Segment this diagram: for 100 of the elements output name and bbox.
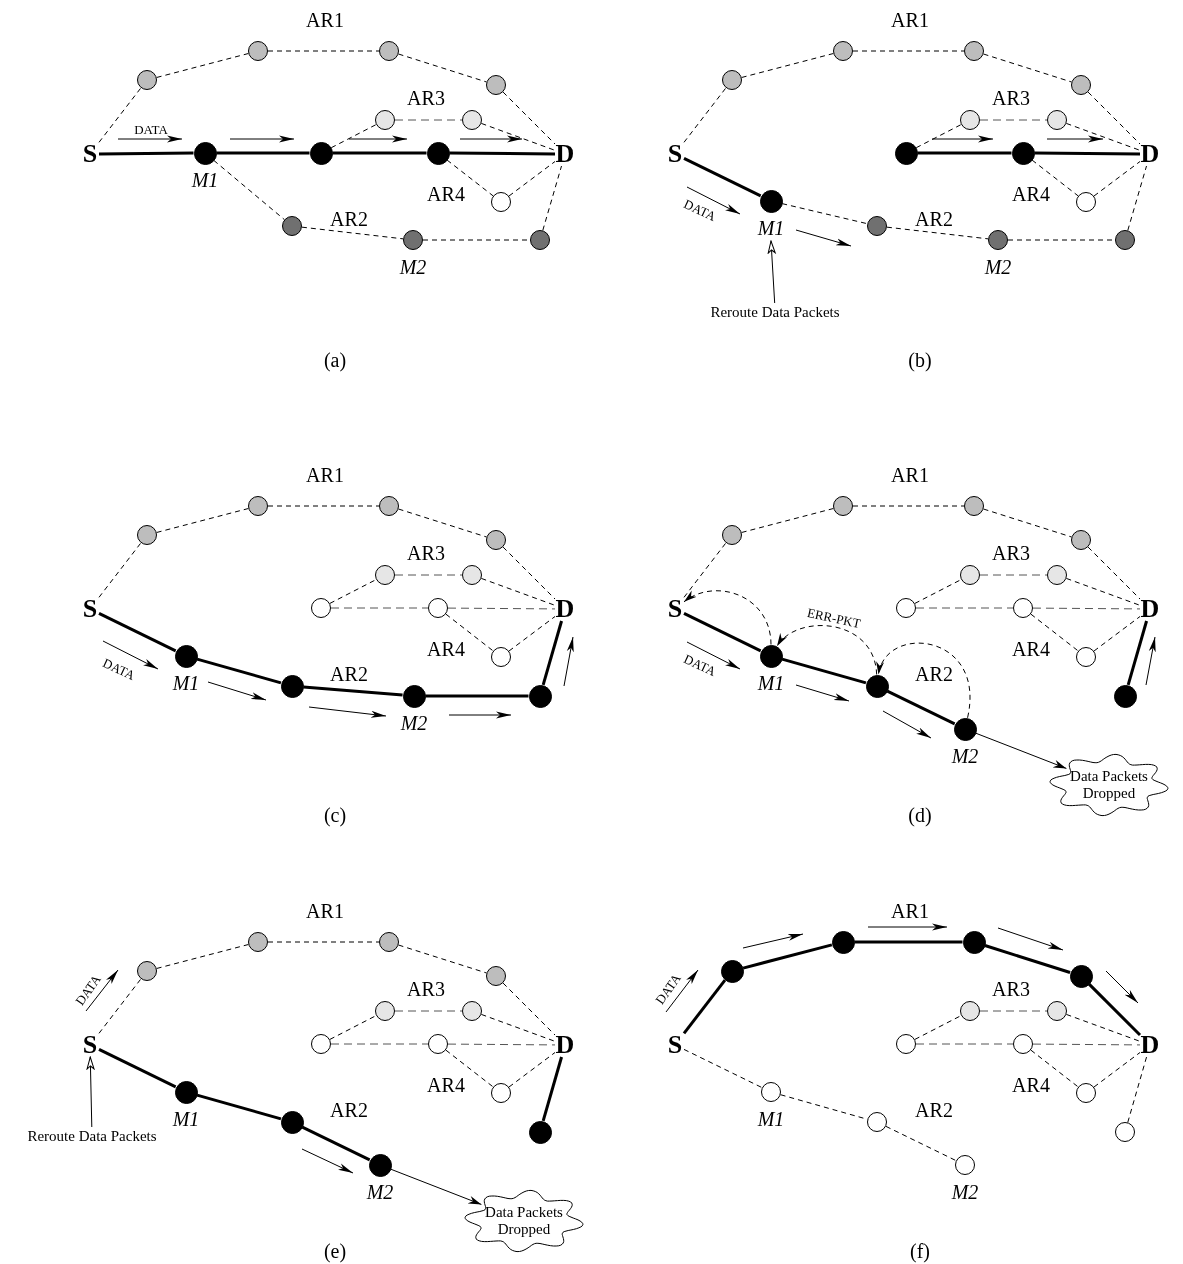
link-line	[398, 944, 487, 974]
link-line	[425, 694, 529, 698]
panel-caption: (f)	[910, 1241, 930, 1261]
node-label: S	[667, 1032, 683, 1058]
link-line	[196, 1093, 282, 1121]
link-line	[449, 151, 555, 156]
network-node	[280, 1110, 304, 1134]
network-node	[722, 525, 742, 545]
link-line	[394, 1010, 463, 1012]
network-node	[960, 110, 980, 130]
route-label: AR1	[891, 465, 929, 485]
network-node	[722, 70, 742, 90]
network-node	[1076, 1083, 1096, 1103]
network-node	[311, 1034, 331, 1054]
link-line	[542, 165, 562, 231]
node-caption: M1	[172, 1109, 200, 1129]
node-caption: M1	[172, 673, 200, 693]
network-node	[486, 530, 506, 550]
link-line	[852, 50, 965, 52]
node-label: S	[82, 1032, 98, 1058]
route-label: AR3	[407, 979, 445, 999]
flow-label: DATA	[682, 652, 718, 678]
node-label: D	[1140, 1032, 1160, 1058]
network-node	[379, 41, 399, 61]
connector-arrow	[767, 240, 776, 304]
network-node	[426, 141, 450, 165]
network-node	[282, 216, 302, 236]
link-line	[330, 607, 429, 609]
network-node	[720, 959, 744, 983]
network-node	[833, 496, 853, 516]
network-node	[403, 230, 423, 250]
link-line	[329, 579, 377, 604]
node-label: D	[1140, 141, 1160, 167]
link-line	[480, 1013, 556, 1042]
link-line	[1032, 607, 1141, 610]
network-node	[867, 216, 887, 236]
network-node	[833, 41, 853, 61]
network-node	[486, 75, 506, 95]
link-line	[196, 657, 282, 685]
link-line	[1087, 546, 1141, 600]
link-line	[915, 607, 1014, 609]
flow-label: DATA	[101, 656, 137, 682]
link-line	[447, 607, 556, 610]
flow-label: DATA	[134, 122, 168, 136]
link-line	[854, 940, 963, 944]
annotation-text: Reroute Data Packets	[710, 304, 840, 320]
node-label: D	[555, 596, 575, 622]
network-node	[960, 565, 980, 585]
link-line	[741, 53, 834, 78]
network-node	[964, 41, 984, 61]
network-node	[960, 1001, 980, 1021]
link-line	[781, 657, 867, 685]
link-line	[742, 943, 833, 970]
link-line	[683, 157, 762, 198]
link-line	[332, 151, 427, 155]
link-line	[156, 53, 249, 78]
link-line	[303, 685, 403, 697]
node-label: D	[555, 141, 575, 167]
network-node	[1115, 1122, 1135, 1142]
network-node	[462, 110, 482, 130]
network-node	[491, 647, 511, 667]
link-line	[979, 574, 1048, 576]
link-line	[394, 574, 463, 576]
link-line	[394, 119, 463, 121]
node-caption: M1	[757, 218, 785, 238]
network-node	[486, 966, 506, 986]
network-node	[1069, 964, 1093, 988]
network-node	[309, 141, 333, 165]
link-line	[213, 159, 285, 221]
annotation-text: Reroute Data Packets	[27, 1128, 157, 1144]
route-label: AR2	[915, 664, 953, 684]
node-label: S	[667, 141, 683, 167]
panel-caption: (b)	[908, 350, 932, 370]
link-line	[502, 982, 556, 1036]
link-line	[1127, 1056, 1148, 1123]
network-node	[896, 598, 916, 618]
link-line	[216, 151, 310, 155]
route-label: AR3	[407, 88, 445, 108]
node-label: S	[667, 596, 683, 622]
link-line	[917, 151, 1012, 155]
node-caption: M2	[399, 257, 427, 277]
link-line	[156, 944, 249, 969]
link-line	[1127, 165, 1147, 231]
link-line	[781, 203, 868, 225]
connector-arrow	[975, 732, 1067, 769]
link-line	[98, 1048, 177, 1089]
network-node	[1071, 530, 1091, 550]
link-line	[156, 508, 249, 533]
route-label: AR2	[915, 1100, 953, 1120]
network-node	[962, 930, 986, 954]
link-line	[99, 151, 194, 156]
route-label: AR2	[330, 209, 368, 229]
network-node	[174, 644, 198, 668]
network-node	[491, 192, 511, 212]
route-label: AR2	[330, 664, 368, 684]
network-node	[280, 674, 304, 698]
network-node	[428, 598, 448, 618]
link-line	[983, 508, 1072, 538]
network-node	[1071, 75, 1091, 95]
link-line	[502, 91, 556, 145]
